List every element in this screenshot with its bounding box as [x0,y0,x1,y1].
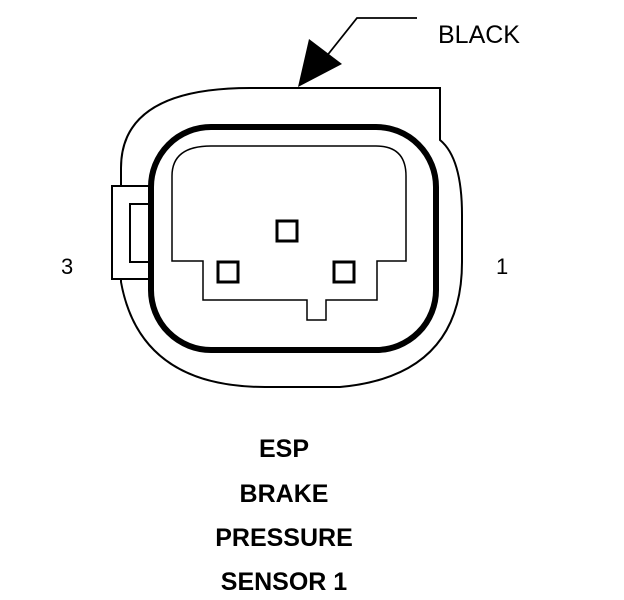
callout-leader-line [317,17,417,68]
pin-terminal-right [332,260,356,284]
color-callout-label: BLACK [438,21,520,49]
cavity-outline [171,145,407,321]
pin-terminal-top [275,219,299,243]
callout-arrowhead [298,39,342,87]
title-line-1: ESP [259,435,309,463]
pin-number-left: 3 [61,254,73,279]
pin-number-right: 1 [496,254,508,279]
connector-inner-body [148,124,439,353]
title-line-4: SENSOR 1 [221,568,348,596]
title-line-3: PRESSURE [215,524,353,552]
title-line-2: BRAKE [240,480,329,508]
connector-housing-outline [120,87,463,388]
pin-terminal-left [216,260,240,284]
